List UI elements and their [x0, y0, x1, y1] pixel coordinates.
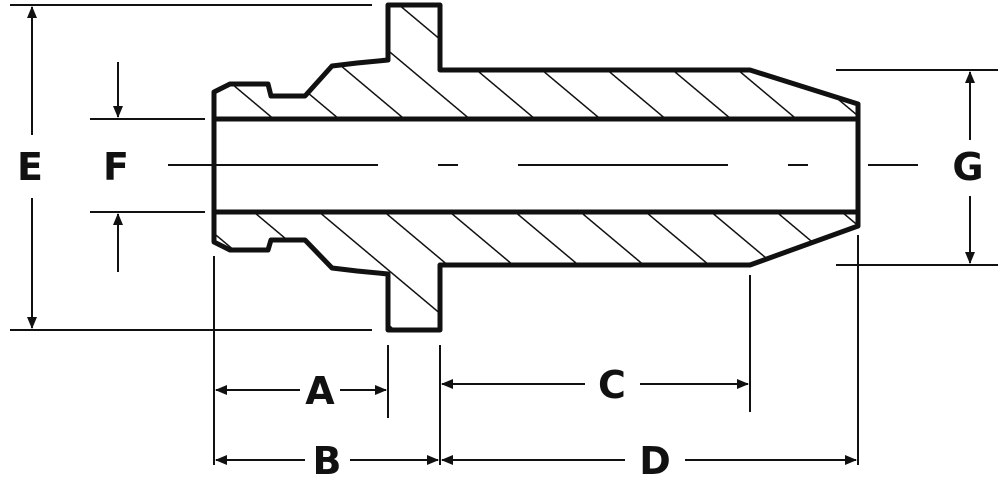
dimension-c: C [441, 363, 749, 407]
dimension-e: E [17, 6, 43, 329]
dimension-b: B [215, 439, 439, 483]
dimension-f: F [103, 62, 129, 272]
extension-lines [10, 4, 998, 465]
dimension-f-label: F [103, 145, 129, 189]
dimension-g: G [952, 71, 984, 264]
dimension-d-label: D [639, 439, 671, 483]
dimension-a: A [215, 369, 387, 413]
dimension-c-label: C [598, 363, 626, 407]
dimension-a-label: A [305, 369, 335, 413]
dimension-d: D [441, 439, 857, 483]
guide-lower-wall [211, 209, 861, 333]
guide-upper-wall [211, 2, 861, 122]
dimension-g-label: G [952, 145, 983, 189]
dimension-e-label: E [17, 145, 43, 189]
dimension-b-label: B [313, 439, 342, 483]
